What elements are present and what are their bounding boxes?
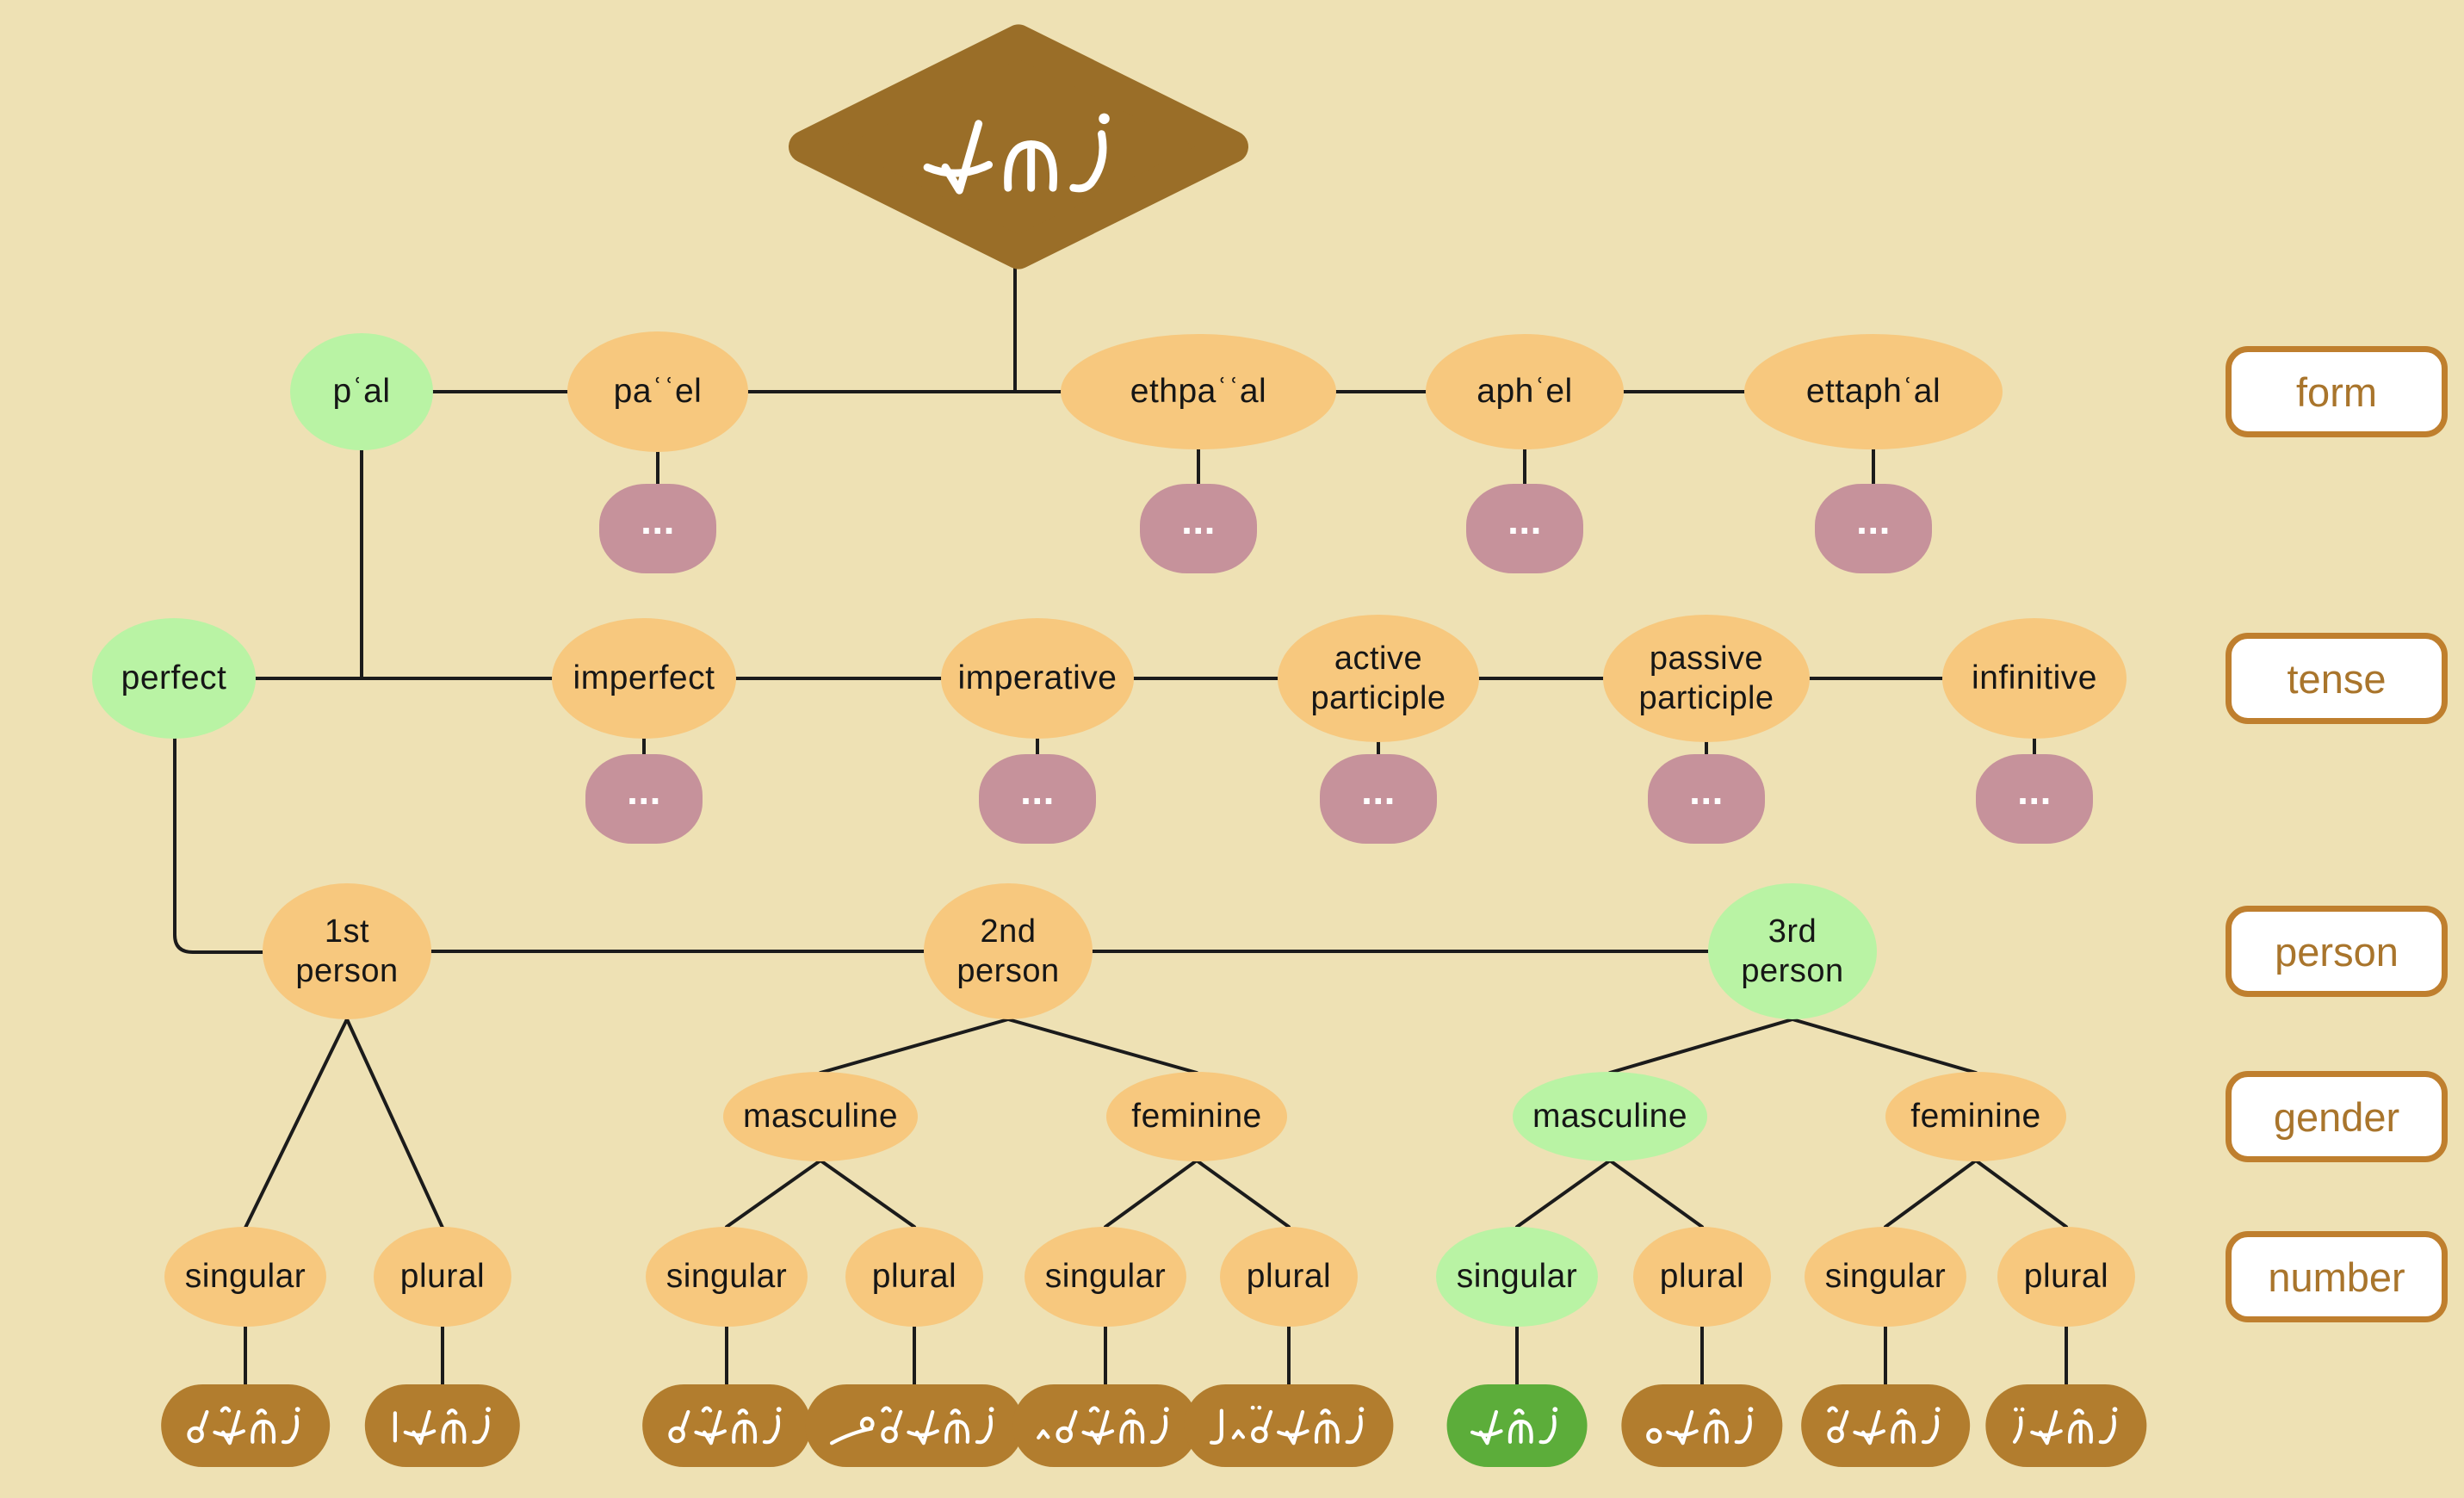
ellipsis-label: ...	[1689, 768, 1724, 814]
gender-label: masculine	[742, 1098, 899, 1135]
person-node-1st-line1: 1st	[324, 913, 370, 950]
ellipsis-node-imperfect[interactable]: ...	[585, 754, 703, 844]
form-node-ettaphal-label: ettaphʿal	[1805, 373, 1941, 410]
legend-form-label: form	[2226, 346, 2448, 437]
person-node-3rd-line2: person	[1741, 953, 1844, 989]
number-node-1st-singular[interactable]: singular	[164, 1227, 326, 1327]
ellipsis-node-infinitive[interactable]: ...	[1976, 754, 2093, 844]
tense-node-imperative[interactable]: imperative	[941, 618, 1134, 739]
ellipsis-node-ettaphal[interactable]: ...	[1815, 484, 1932, 573]
tense-node-imperfect[interactable]: imperfect	[552, 618, 736, 739]
legend-gender-label: gender	[2226, 1071, 2448, 1162]
tense-node-perfect[interactable]: perfect	[92, 618, 256, 739]
gender-node-3rd-masculine[interactable]: masculine	[1513, 1072, 1707, 1161]
gender-label: feminine	[1131, 1098, 1262, 1135]
number-node-3rd-fem-plural[interactable]: plural	[1997, 1227, 2135, 1327]
number-label: plural	[399, 1258, 486, 1295]
ellipsis-node-passive-participle[interactable]: ...	[1648, 754, 1765, 844]
number-label: singular	[1824, 1258, 1947, 1295]
ellipsis-label: ...	[641, 498, 675, 543]
number-node-2nd-fem-singular[interactable]: singular	[1025, 1227, 1186, 1327]
ellipsis-label: ...	[1181, 498, 1216, 543]
number-node-1st-plural[interactable]: plural	[374, 1227, 511, 1327]
ellipsis-node-aphel[interactable]: ...	[1466, 484, 1583, 573]
tense-node-infinitive-label: infinitive	[1972, 659, 2097, 696]
ellipsis-label: ...	[1507, 498, 1542, 543]
number-label: singular	[666, 1258, 788, 1295]
number-node-2nd-masc-plural[interactable]: plural	[845, 1227, 983, 1327]
gender-label: feminine	[1910, 1098, 2041, 1135]
ellipsis-label: ...	[627, 768, 661, 814]
number-label: plural	[2023, 1258, 2109, 1295]
ellipsis-node-ethpaal[interactable]: ...	[1140, 484, 1257, 573]
form-node-aphel[interactable]: aphʿel	[1426, 334, 1624, 449]
root-lexeme-node[interactable]	[788, 24, 1249, 275]
number-label: singular	[184, 1258, 306, 1295]
form-node-pael[interactable]: paʿʿel	[567, 331, 748, 452]
form-node-pael-label: paʿʿel	[613, 373, 703, 410]
number-label: plural	[871, 1258, 957, 1295]
ellipsis-label: ...	[1856, 498, 1891, 543]
legend-form-text: form	[2296, 368, 2377, 415]
number-label: plural	[1659, 1258, 1745, 1295]
form-node-aphel-label: aphʿel	[1477, 373, 1573, 410]
person-node-3rd[interactable]: 3rd person	[1708, 883, 1877, 1019]
legend-tense-text: tense	[2287, 655, 2387, 702]
form-node-ettaphal[interactable]: ettaphʿal	[1744, 334, 2003, 449]
gender-label: masculine	[1532, 1098, 1688, 1135]
number-node-3rd-masc-plural[interactable]: plural	[1633, 1227, 1771, 1327]
number-label: singular	[1456, 1258, 1578, 1295]
number-node-2nd-masc-singular[interactable]: singular	[646, 1227, 808, 1327]
ellipsis-node-active-participle[interactable]: ...	[1320, 754, 1437, 844]
diamond-shape	[789, 24, 1248, 269]
number-label: plural	[1246, 1258, 1332, 1295]
tense-node-passive-participle[interactable]: passive participle	[1603, 615, 1810, 742]
tense-node-passive-participle-line1: passive	[1649, 640, 1764, 677]
legend-tense-label: tense	[2226, 633, 2448, 724]
number-label: singular	[1044, 1258, 1167, 1295]
gender-node-2nd-feminine[interactable]: feminine	[1106, 1072, 1287, 1161]
form-node-ethpaal-label: ethpaʿʿal	[1130, 373, 1267, 410]
legend-number-label: number	[2226, 1231, 2448, 1322]
person-node-2nd-line1: 2nd	[980, 913, 1037, 950]
ellipsis-label: ...	[1361, 768, 1396, 814]
tense-node-perfect-label: perfect	[121, 659, 227, 696]
tense-node-active-participle[interactable]: active participle	[1278, 615, 1479, 742]
tense-node-imperfect-label: imperfect	[573, 659, 715, 696]
person-node-3rd-line1: 3rd	[1768, 913, 1817, 950]
ellipsis-node-pael[interactable]: ...	[599, 484, 716, 573]
number-node-3rd-fem-singular[interactable]: singular	[1805, 1227, 1966, 1327]
tense-node-active-participle-line2: participle	[1310, 680, 1446, 716]
form-node-pal[interactable]: pʿal	[290, 333, 433, 450]
legend-person-label: person	[2226, 906, 2448, 997]
tense-node-active-participle-line1: active	[1334, 640, 1423, 677]
tense-node-imperative-label: imperative	[957, 659, 1117, 696]
legend-gender-text: gender	[2273, 1093, 2400, 1140]
ellipsis-label: ...	[2017, 768, 2052, 814]
person-node-2nd-line2: person	[957, 953, 1060, 989]
form-node-pal-label: pʿal	[332, 373, 391, 410]
person-node-2nd[interactable]: 2nd person	[924, 883, 1093, 1019]
gender-node-2nd-masculine[interactable]: masculine	[723, 1072, 918, 1161]
gender-node-3rd-feminine[interactable]: feminine	[1885, 1072, 2066, 1161]
form-node-ethpaal[interactable]: ethpaʿʿal	[1061, 334, 1336, 449]
person-node-1st[interactable]: 1st person	[263, 883, 431, 1019]
ellipsis-label: ...	[1020, 768, 1055, 814]
ellipsis-node-imperative[interactable]: ...	[979, 754, 1096, 844]
number-node-3rd-masc-singular[interactable]: singular	[1436, 1227, 1598, 1327]
number-node-2nd-fem-plural[interactable]: plural	[1220, 1227, 1358, 1327]
legend-person-text: person	[2275, 928, 2399, 975]
tense-node-passive-participle-line2: participle	[1638, 680, 1774, 716]
tense-node-infinitive[interactable]: infinitive	[1942, 618, 2127, 739]
legend-number-text: number	[2268, 1253, 2405, 1300]
person-node-1st-line2: person	[295, 953, 399, 989]
